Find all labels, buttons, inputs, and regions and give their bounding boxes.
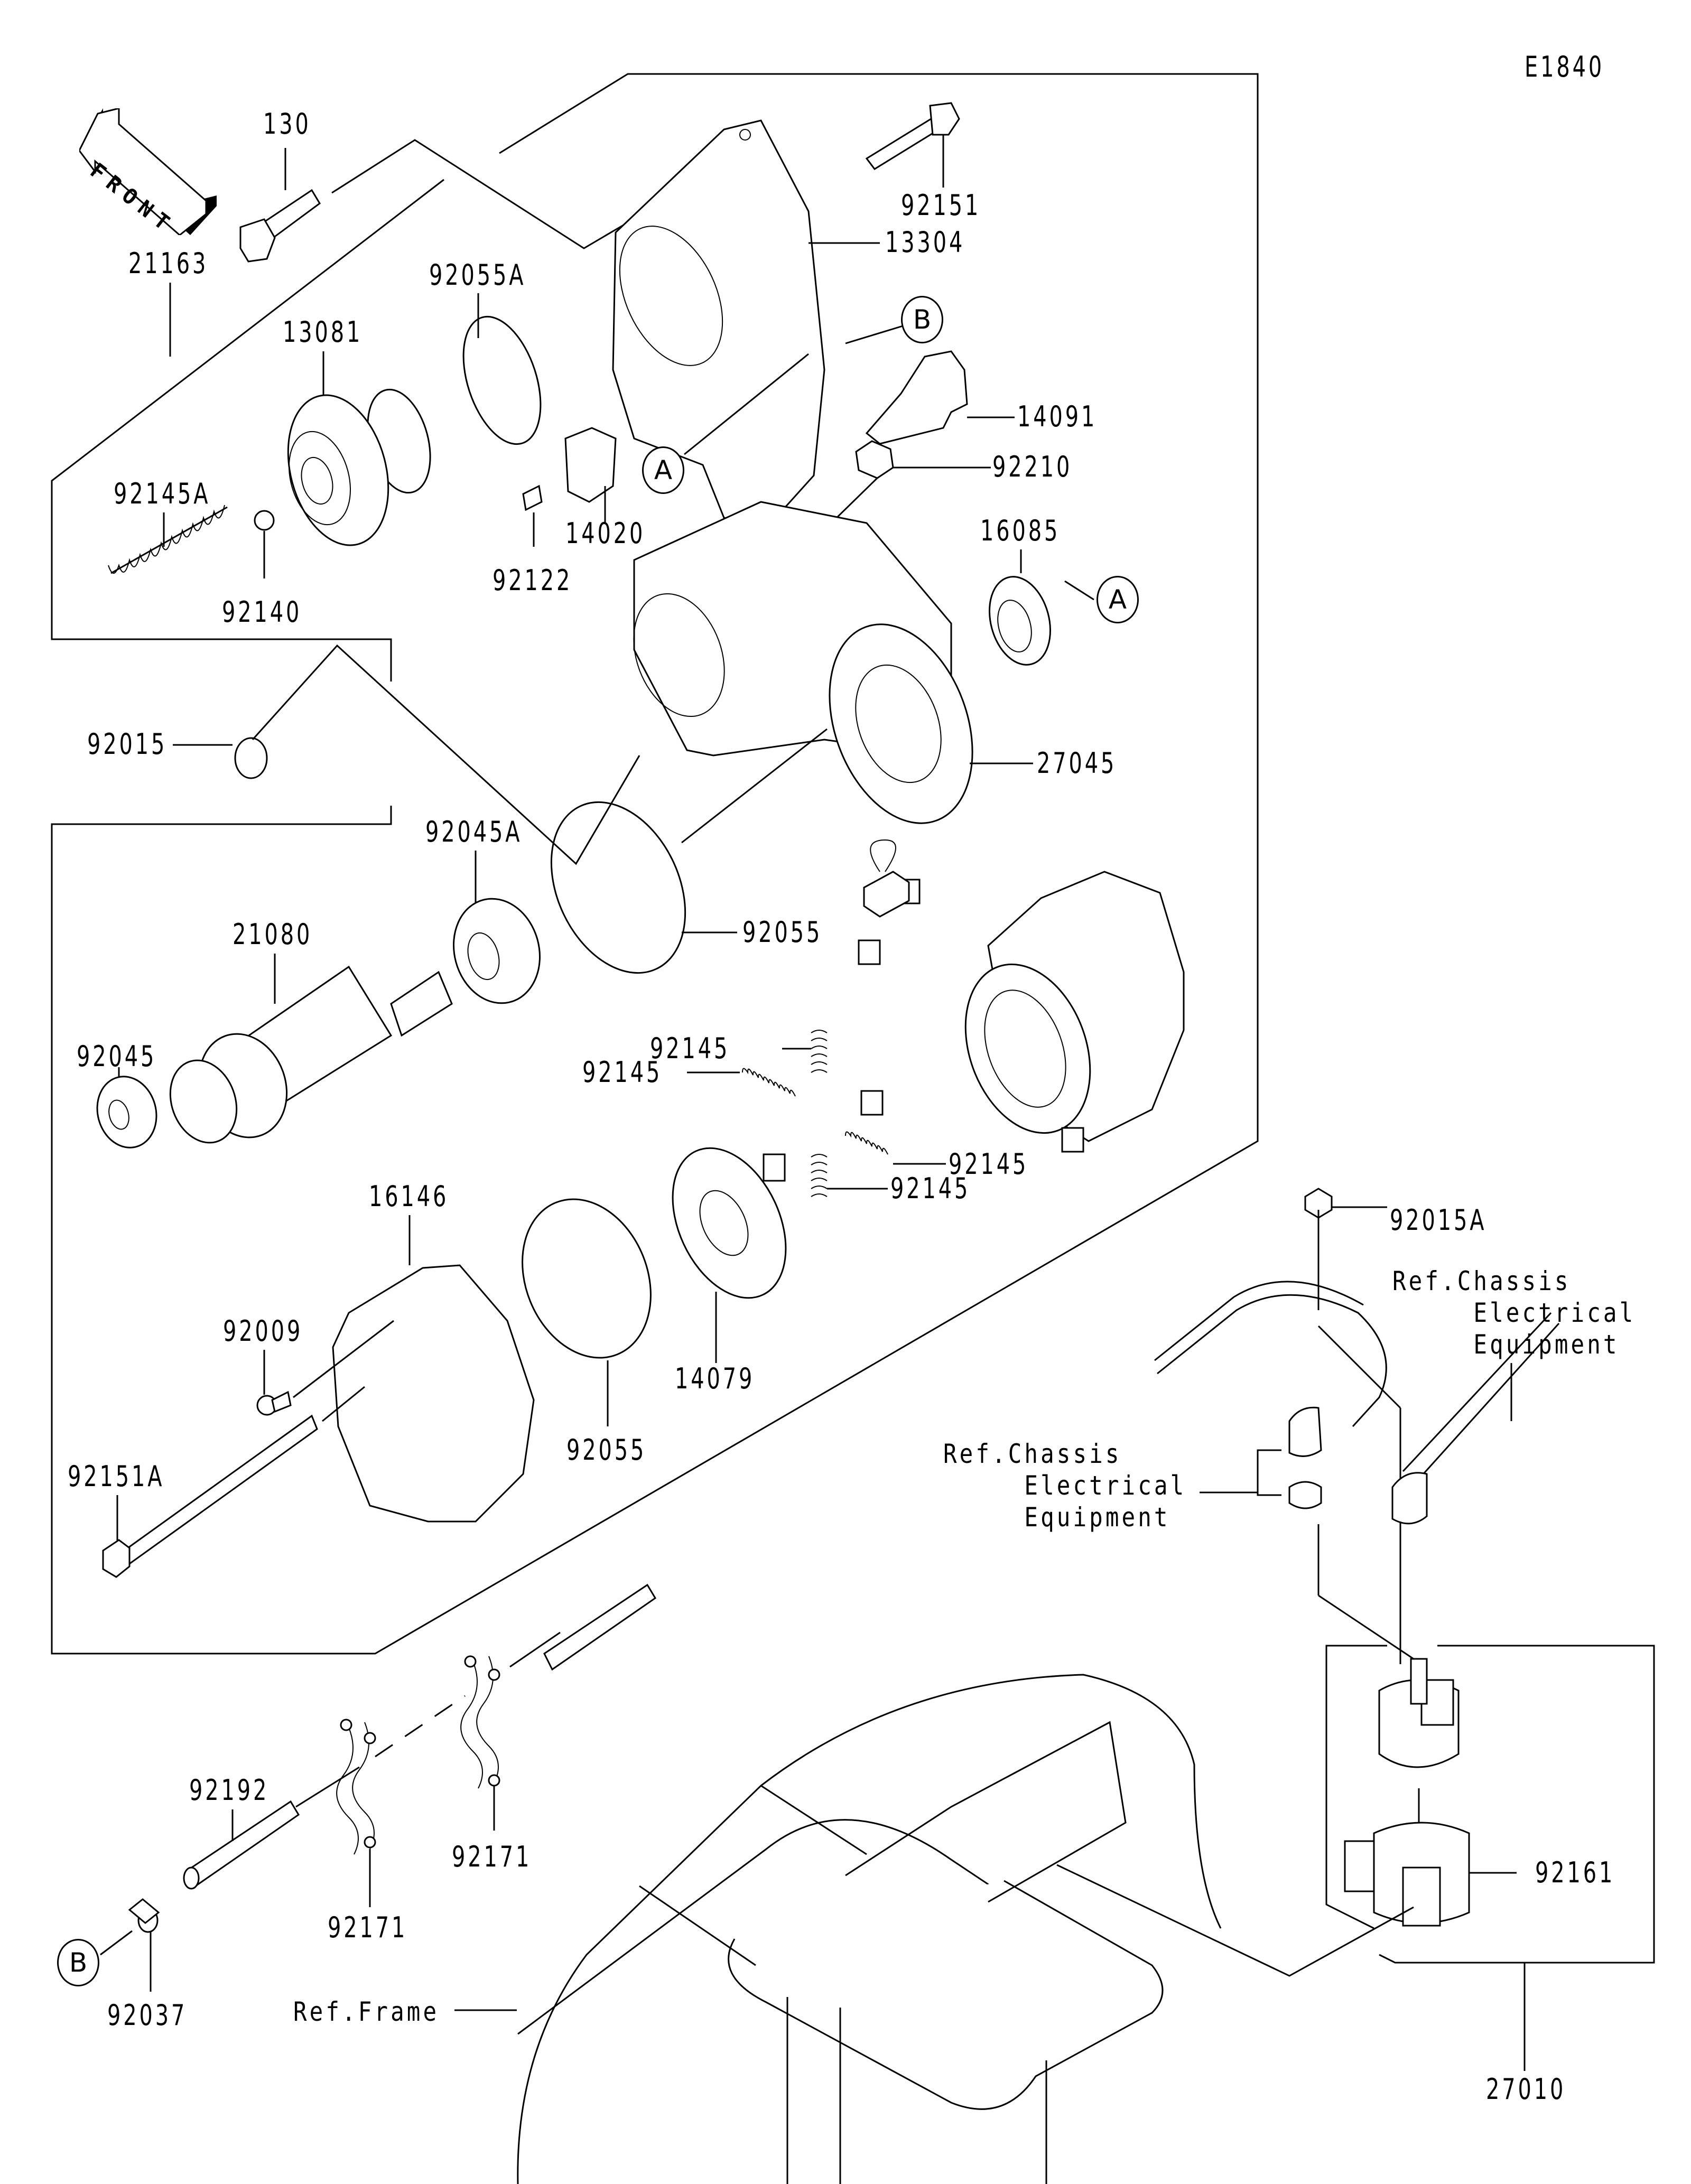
spring-92145-2 <box>687 1068 796 1097</box>
callout-92161: 92161 <box>1535 1856 1615 1889</box>
spring-92145-3 <box>845 1131 946 1165</box>
connector-chassis-2 <box>1391 1472 1428 1525</box>
marker-A-gear: A <box>1097 576 1139 623</box>
oring-92055-lower <box>522 1198 652 1359</box>
ref-chassis-electrical-left: Ref.Chassis Electrical Equipment <box>943 1439 1187 1533</box>
gear-13081 <box>287 388 431 546</box>
callout-92055A: 92055A <box>429 258 526 292</box>
callout-21163: 21163 <box>128 247 209 280</box>
front-direction-arrow: FRONT <box>78 107 222 239</box>
screw-92009 <box>256 1320 394 1416</box>
callout-92145-3: 92145 <box>949 1147 1029 1181</box>
bolt-130 <box>239 148 321 263</box>
callout-130: 130 <box>263 107 311 141</box>
callout-92145-4: 92145 <box>890 1172 971 1205</box>
ball-92140 <box>254 510 275 531</box>
callout-92045A: 92045A <box>425 815 523 848</box>
gear-16085 <box>988 576 1052 666</box>
callout-92037: 92037 <box>107 1999 188 2032</box>
starter-relay <box>1378 1658 1460 1768</box>
callout-92009: 92009 <box>223 1314 303 1348</box>
callout-92171-left: 92171 <box>328 1911 408 1944</box>
callout-27010: 27010 <box>1486 2073 1566 2106</box>
callout-92015: 92015 <box>87 727 168 761</box>
brush-holder-14079 <box>672 1147 787 1363</box>
bearing-92045 <box>96 1076 157 1149</box>
clip-92171-left <box>336 1719 376 1855</box>
bolt-92151A <box>102 1386 365 1578</box>
marker-B-upper: B <box>901 296 943 343</box>
callout-92192: 92192 <box>189 1774 270 1807</box>
clip-92171-right <box>460 1655 500 1789</box>
callout-92055-lower: 92055 <box>566 1433 647 1467</box>
callout-92151A: 92151A <box>68 1460 165 1493</box>
marker-B-lower: B <box>57 1939 99 1986</box>
callout-92145A: 92145A <box>114 477 211 510</box>
callout-92015A: 92015A <box>1390 1203 1487 1237</box>
callout-13081: 13081 <box>283 315 363 349</box>
assembly-outline-21163 <box>51 73 1259 1655</box>
tube-92192 <box>183 1800 300 1890</box>
ref-chassis-electrical-right: Ref.Chassis Electrical Equipment <box>1392 1266 1636 1360</box>
callout-14079: 14079 <box>675 1362 755 1395</box>
frame-drawing <box>517 1674 1222 2184</box>
relay-holder-92161 <box>1344 1822 1470 1927</box>
callout-27045: 27045 <box>1037 746 1117 780</box>
marker-A-housing: A <box>642 446 684 494</box>
nut-92210 <box>855 440 894 479</box>
pin-92122 <box>522 484 543 511</box>
washer-92015 <box>234 737 268 779</box>
diagram-code: E1840 <box>1525 50 1605 83</box>
callout-14020: 14020 <box>565 517 646 550</box>
callout-13304: 13304 <box>885 226 965 259</box>
boot-14091 <box>865 350 968 445</box>
tube-upper <box>543 1583 657 1671</box>
assembly-outline-zigzag <box>331 139 629 249</box>
callout-92140: 92140 <box>222 595 302 629</box>
callout-92151: 92151 <box>901 189 981 222</box>
front-arrow-icon <box>78 107 207 236</box>
armature-21080 <box>169 965 453 1144</box>
connector-chassis-1 <box>1288 1406 1322 1457</box>
callout-92055-upper: 92055 <box>742 916 823 949</box>
callout-92145-2: 92145 <box>582 1056 663 1089</box>
housing-13304 <box>612 119 880 529</box>
callout-16085: 16085 <box>980 514 1061 547</box>
callout-14091: 14091 <box>1017 400 1098 433</box>
bolt-92151 <box>865 102 960 170</box>
callout-92210: 92210 <box>992 450 1073 483</box>
part-14020 <box>564 427 617 523</box>
callout-92045: 92045 <box>77 1040 157 1073</box>
cover-27045 <box>829 623 1033 824</box>
spring-92145-4 <box>811 1154 888 1197</box>
cable-chassis-1 <box>1157 1294 1387 1427</box>
callout-16146: 16146 <box>369 1180 449 1213</box>
bearing-92045A <box>453 898 541 1004</box>
nut-92015A <box>1304 1188 1333 1219</box>
callout-92122: 92122 <box>493 564 573 597</box>
yoke-assembly <box>858 839 1185 1153</box>
clamp-92037 <box>128 1898 160 1933</box>
bracket-ref-chassis-left <box>1257 1449 1281 1496</box>
spring-92145-1 <box>782 1030 828 1073</box>
cable-chassis-2 <box>1402 1312 1560 1483</box>
connector-nut <box>1288 1481 1322 1509</box>
oring-92055A <box>462 315 542 445</box>
assembly-outline-27010 <box>1325 1645 1655 1964</box>
callout-92145-1: 92145 <box>650 1032 730 1065</box>
assembly-outline-upper <box>51 179 444 682</box>
callout-21080: 21080 <box>233 918 313 951</box>
end-cover-16146 <box>332 1264 535 1523</box>
oring-92055-upper <box>550 801 686 974</box>
callout-92171-right: 92171 <box>452 1840 532 1873</box>
ref-frame: Ref.Frame <box>293 1996 440 2027</box>
